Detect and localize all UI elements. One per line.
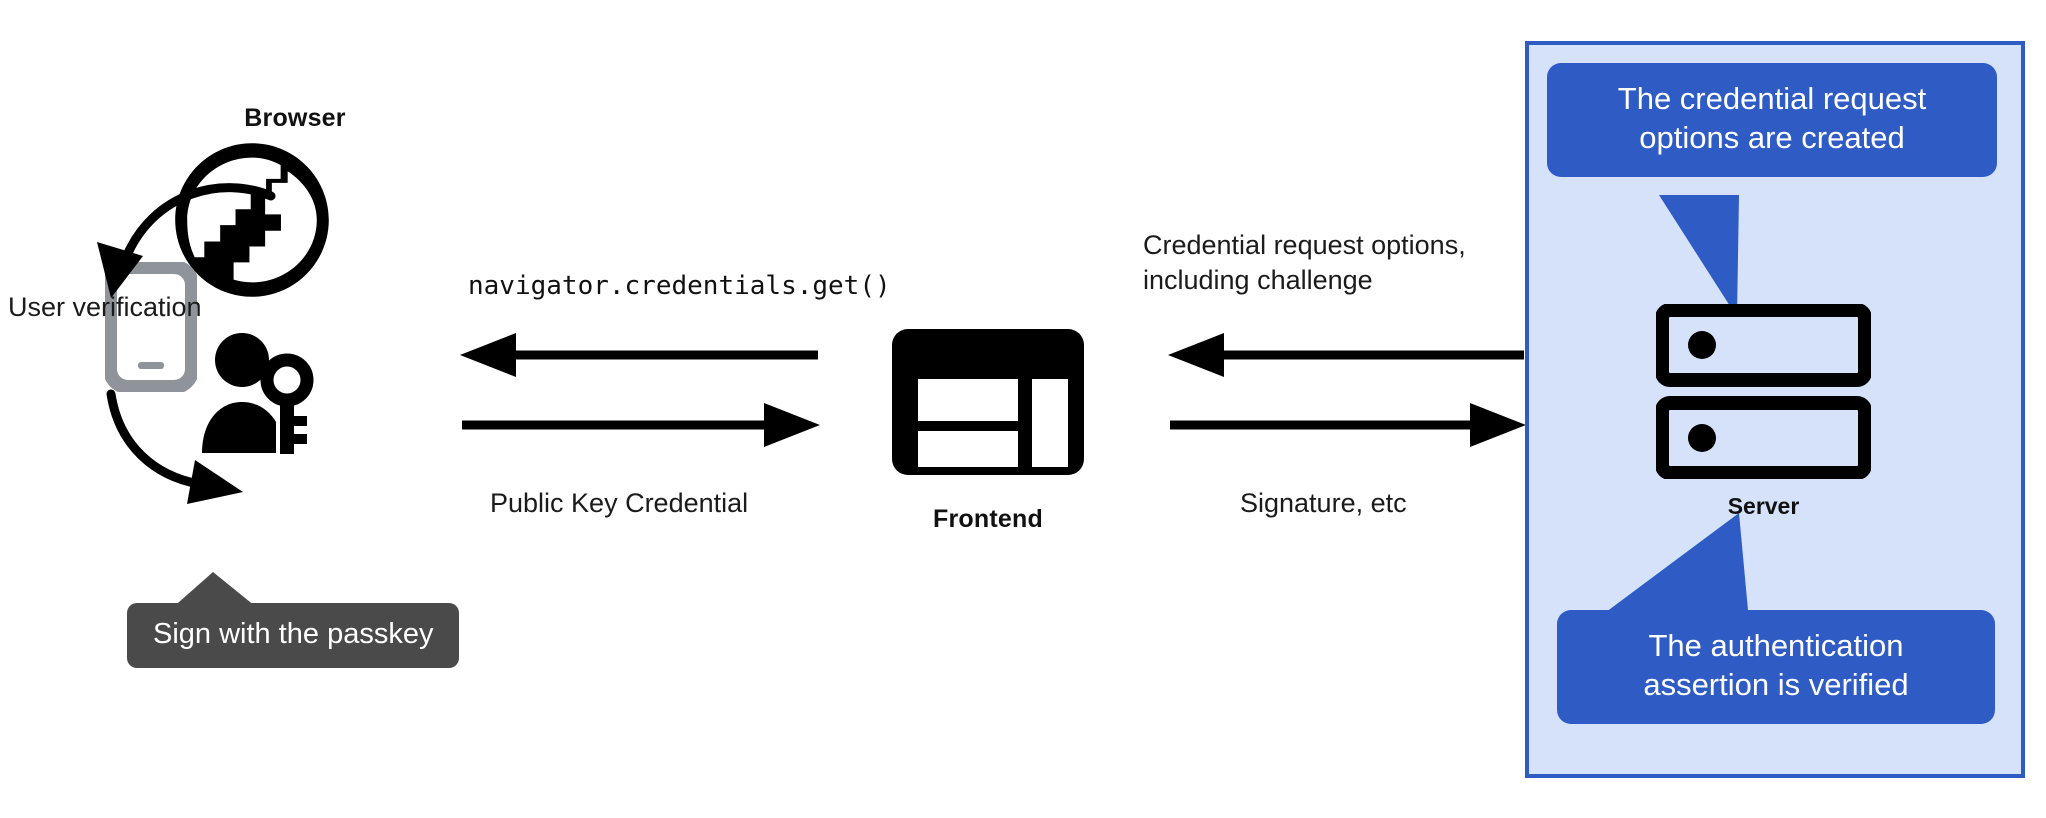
credential-request-options-label: Credential request options, includ­ing c… (1143, 230, 1466, 296)
arrow-frontend-to-browser (460, 330, 820, 380)
frontend-label: Frontend (933, 505, 1043, 533)
server-rack-icon (1655, 303, 1872, 480)
arrow-phone-to-user (95, 388, 275, 518)
arrow-server-to-frontend (1168, 330, 1526, 380)
top-callout-bubble: The credential request options are creat… (1547, 63, 1997, 178)
arrow-browser-to-phone (75, 168, 285, 308)
server-label: Server (1727, 493, 1800, 519)
signature-etc-label: Signature, etc (1240, 488, 1407, 518)
arrow-browser-to-frontend (460, 400, 820, 450)
navigator-credentials-get-label: navigator.credentials.get() (468, 271, 891, 301)
bottom-callout-tail (1574, 513, 1824, 623)
browser-label: Browser (244, 104, 346, 132)
server-panel: The credential request options are creat… (1525, 41, 2025, 778)
arrow-frontend-to-server (1168, 400, 1526, 450)
sign-passkey-tooltip-pointer (125, 572, 325, 612)
mobile-phone-icon (103, 260, 199, 394)
sign-passkey-tooltip: Sign with the passkey (127, 603, 460, 668)
bottom-callout-bubble: The authentication assertion is verified (1557, 610, 1995, 725)
top-callout-tail (1559, 195, 1819, 320)
globe-icon (172, 140, 332, 300)
public-key-credential-label: Public Key Credential (490, 488, 749, 518)
web-layout-icon (890, 327, 1086, 477)
user-verification-label: User verification (8, 292, 202, 322)
person-with-key-icon (195, 330, 315, 465)
